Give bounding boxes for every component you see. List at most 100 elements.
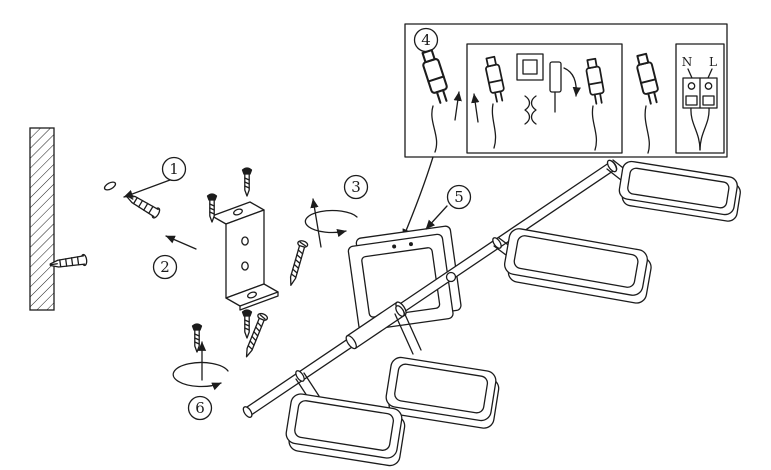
step-badge-circle bbox=[161, 156, 187, 182]
lamp-arm-2 bbox=[492, 237, 512, 256]
connector-wire bbox=[491, 103, 497, 149]
spring-clip-icon bbox=[524, 95, 537, 125]
connector-plug-icon bbox=[418, 48, 462, 153]
lamp-head-2 bbox=[504, 228, 652, 304]
terminal-port-2 bbox=[702, 95, 715, 106]
step-badge-number: 1 bbox=[169, 160, 179, 178]
lamp-head-1 bbox=[618, 160, 741, 222]
lamp-arm-3 bbox=[394, 305, 422, 355]
step-badge-5: 5 bbox=[446, 184, 472, 210]
bracket-bottom-hole bbox=[247, 291, 257, 299]
bracket-plate bbox=[225, 209, 265, 299]
insert-arrow-icon bbox=[563, 67, 581, 97]
step-badge-number: 3 bbox=[351, 178, 361, 196]
lamp-arm-1 bbox=[606, 159, 628, 181]
head-top bbox=[504, 228, 648, 296]
bracket-top-hole bbox=[233, 208, 243, 216]
bar-end-cap bbox=[242, 406, 253, 418]
step-badge-circle bbox=[187, 395, 213, 421]
head-lens bbox=[627, 167, 730, 209]
lamp-head-4 bbox=[285, 393, 406, 467]
inset-terminal-panel bbox=[675, 43, 725, 154]
bracket-thickness-edge bbox=[239, 291, 279, 311]
step-1: 1 bbox=[103, 156, 187, 220]
terminal-port-1 bbox=[685, 95, 698, 106]
wall-anchor-installed-icon bbox=[48, 253, 88, 271]
detail-box-outer bbox=[516, 53, 544, 81]
bracket-plate-hole-2 bbox=[241, 261, 249, 271]
step-5-arrow-icon bbox=[425, 205, 448, 230]
inset-outer-box bbox=[404, 23, 728, 158]
axis-arrow-icon bbox=[310, 198, 322, 248]
live-label: L bbox=[709, 55, 717, 69]
inset-step-b bbox=[549, 57, 607, 151]
step-badge-number: 2 bbox=[160, 258, 170, 276]
terminal-block: N L bbox=[682, 55, 718, 151]
long-screw-icon bbox=[285, 239, 310, 288]
inset-step-a bbox=[471, 55, 508, 149]
sleeve-end bbox=[345, 334, 357, 350]
clip-right bbox=[530, 95, 537, 125]
connector-wire bbox=[591, 105, 598, 151]
pivot-joint bbox=[445, 271, 457, 283]
fixture-bar bbox=[242, 160, 618, 418]
head-top bbox=[285, 393, 403, 459]
detail-callout-box bbox=[516, 53, 544, 81]
connector-wire bbox=[431, 105, 438, 153]
head-lens bbox=[294, 400, 395, 451]
step-5: 5 bbox=[425, 184, 472, 230]
terminal-screw-1 bbox=[687, 82, 696, 90]
step-6: 6 bbox=[172, 323, 229, 421]
step-badge-circle bbox=[446, 184, 472, 210]
wall-hatch bbox=[29, 127, 55, 311]
detail-box-inner bbox=[522, 59, 538, 75]
step-2: 2 bbox=[152, 167, 279, 360]
canopy bbox=[347, 225, 462, 332]
connector-wire bbox=[644, 105, 650, 154]
step-badge-circle bbox=[152, 254, 178, 280]
head-top bbox=[618, 160, 738, 216]
canopy-screw-1 bbox=[392, 244, 397, 249]
step-badge-4: 4 bbox=[413, 27, 439, 53]
wall-section bbox=[29, 127, 88, 311]
wire-live bbox=[699, 107, 710, 151]
neutral-label: N bbox=[682, 55, 693, 69]
insert-arrow-icon bbox=[471, 93, 480, 123]
screw-icon bbox=[191, 323, 203, 353]
step-badge-1: 1 bbox=[161, 156, 187, 182]
step-badge-2: 2 bbox=[152, 254, 178, 280]
head-top bbox=[385, 356, 497, 422]
step-badge-number: 4 bbox=[421, 31, 431, 49]
neutral-leader bbox=[687, 68, 693, 79]
lamp-head-3 bbox=[385, 356, 500, 429]
step-badge-number: 5 bbox=[454, 188, 464, 206]
drill-hole-icon bbox=[103, 181, 117, 191]
step-badge-number: 6 bbox=[195, 399, 205, 417]
wiring-inset: 4 bbox=[402, 23, 728, 239]
clip-left bbox=[524, 95, 531, 125]
head-lens bbox=[394, 363, 489, 414]
step-badge-circle bbox=[343, 174, 369, 200]
rotation-arrow-icon bbox=[172, 361, 229, 391]
bracket-plate-hole-1 bbox=[241, 236, 249, 246]
step-3: 3 bbox=[285, 174, 369, 288]
inset-middle-panel bbox=[466, 43, 623, 154]
step-badge-6: 6 bbox=[187, 395, 213, 421]
rotation-arrow-icon bbox=[304, 209, 358, 238]
connector-wired-icon bbox=[633, 52, 662, 154]
terminal-screw-2 bbox=[704, 82, 713, 90]
step-2-arrow-icon bbox=[165, 235, 197, 250]
screw-icon bbox=[241, 309, 253, 339]
mounting-bracket-icon bbox=[211, 201, 279, 311]
step-badge-3: 3 bbox=[343, 174, 369, 200]
cable-end-icon bbox=[549, 61, 562, 93]
head-lens bbox=[513, 235, 639, 288]
inset-leader-line bbox=[402, 156, 434, 239]
step-1-arrow-icon bbox=[123, 179, 171, 198]
insert-arrow-icon bbox=[453, 91, 462, 121]
live-leader bbox=[707, 68, 713, 79]
fixture bbox=[242, 159, 741, 467]
canopy-screw-2 bbox=[408, 242, 413, 247]
